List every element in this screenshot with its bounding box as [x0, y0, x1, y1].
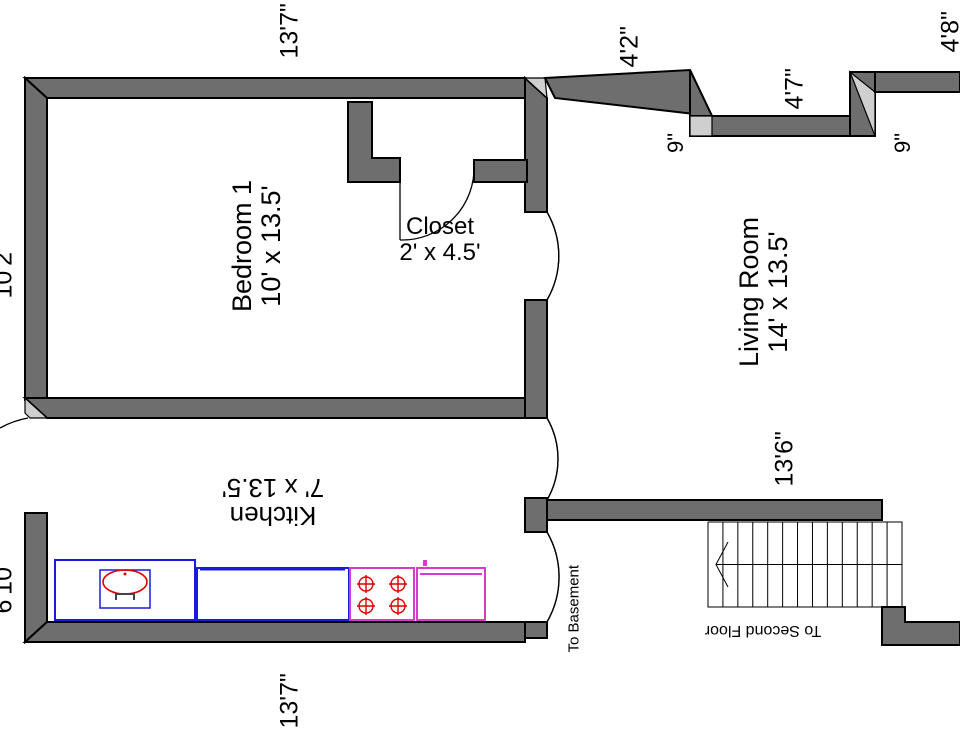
- staircase: [708, 522, 902, 637]
- to-basement-label: To Basement: [567, 535, 582, 653]
- living-walls: [545, 70, 960, 136]
- closet-name: Closet: [365, 214, 515, 240]
- stair-outline: [708, 522, 882, 637]
- living-room-name: Living Room: [735, 202, 764, 382]
- bedroom-size: 10' x 13.5': [257, 161, 286, 331]
- dimension-bottom-wall: 13'7": [278, 673, 303, 729]
- dimension-notch-outer: 4'2": [618, 18, 643, 68]
- dimension-left-wall-upper: 10'2": [0, 243, 17, 299]
- to-second-floor-label: To Second Floor: [683, 622, 843, 638]
- closet-size: 2' x 4.5': [365, 240, 515, 266]
- kitchen-label: Kitchen 7' x 13.5': [198, 474, 348, 530]
- dimension-top-wall: 13'7": [278, 3, 303, 59]
- kitchen-name: Kitchen: [198, 502, 348, 530]
- living-room-size: 14' x 13.5': [764, 202, 793, 382]
- dimension-notch-depth-right: 9": [892, 129, 914, 153]
- stove-icon: [350, 568, 414, 620]
- dimension-left-wall-lower: 6'10": [0, 558, 17, 614]
- closet-label: Closet 2' x 4.5': [365, 214, 515, 266]
- dimension-living-side: 13'6": [773, 427, 798, 487]
- refrigerator-icon: [417, 560, 485, 620]
- dimension-notch-inner: 4'7": [783, 60, 808, 110]
- kitchen-counter: [55, 560, 349, 620]
- closet-walls: [348, 102, 527, 182]
- dimension-notch-depth-left: 9": [665, 129, 687, 153]
- dimension-far-right: 4'8": [939, 1, 960, 53]
- living-room-label: Living Room 14' x 13.5': [735, 202, 793, 382]
- bedroom-name: Bedroom 1: [228, 161, 257, 331]
- bedroom-label: Bedroom 1 10' x 13.5': [228, 161, 286, 331]
- kitchen-size: 7' x 13.5': [198, 474, 348, 502]
